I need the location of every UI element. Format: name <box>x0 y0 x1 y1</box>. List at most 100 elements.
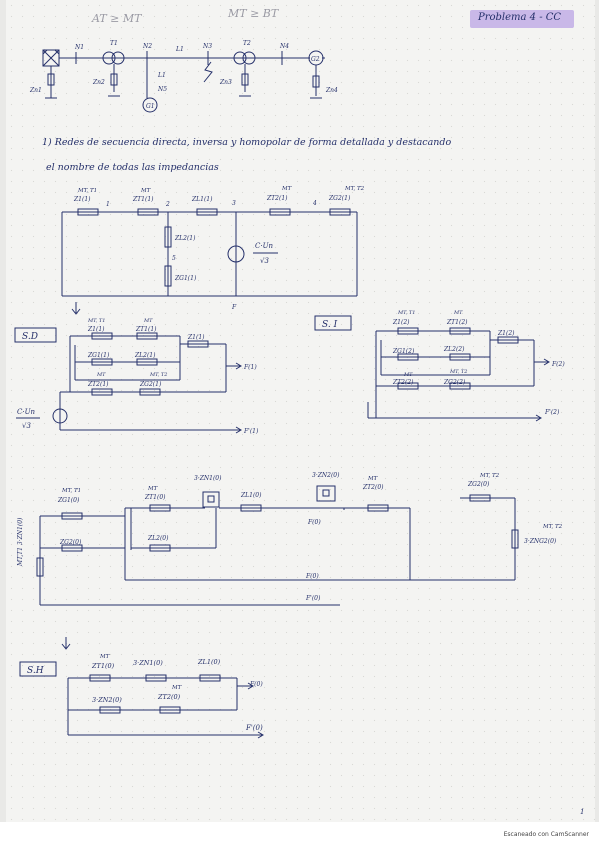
si-box <box>314 315 352 331</box>
pencil-label-1: AT ≥ MT <box>91 12 143 25</box>
zero-sequence-network: MT, T1 MT 3·ZN1(0) 3·ZN2(0) MT MT, T2 ZG… <box>17 472 563 650</box>
sh-top-label-1: MT <box>99 654 110 660</box>
zn-top-label-1: MT, T1 <box>61 488 81 494</box>
sd-source-den: √3 <box>22 422 31 430</box>
sd-box <box>14 327 57 343</box>
dn-source-label: C·Un <box>255 242 273 250</box>
down-arrow-icon-2 <box>61 637 71 650</box>
sh-fault-bottom: F'(0) <box>245 724 263 732</box>
statement-line-1: 1) Redes de secuencia directa, inversa y… <box>42 137 451 148</box>
zn-top-label-6: MT, T2 <box>479 473 500 479</box>
sd-imp-r1-1: Z1(1) <box>87 326 105 333</box>
sh-imp-r2-1: 3·ZN2(0) <box>92 696 122 704</box>
si-imp-r1-3: Z1(2) <box>497 330 515 337</box>
sd-imp-r3-2: ZG2(1) <box>139 381 162 388</box>
single-line-diagram: AT ≥ MT MT ≥ BT Zn1 N1 T1 Zn2 N2 L1 N5 G… <box>29 7 338 113</box>
dn-top-label-2: MT <box>140 188 151 194</box>
line-l1-label: L1 <box>157 72 166 79</box>
bus-label-n1: N1 <box>74 44 84 51</box>
zn-right-vertical: 3·ZNG2(0) <box>524 538 557 545</box>
sh-imp-r1-2: 3·ZN1(0) <box>133 659 163 667</box>
load-label-1: Zn1 <box>29 87 42 94</box>
header-title-tag: Problema 4 - CC <box>470 10 574 28</box>
dn-imp-2: ZT1(1) <box>132 196 154 203</box>
zn-imp-5: ZG2(0) <box>467 481 490 488</box>
notebook-sheet <box>6 0 595 822</box>
sd-r3-label-2: MT, T2 <box>149 372 167 378</box>
dn-node-2: 2 <box>165 201 170 208</box>
zn-neutral-box-2 <box>316 485 336 502</box>
zn-top-label-4: 3·ZN2(0) <box>312 472 340 479</box>
sh-imp-r1-1: ZT1(0) <box>91 662 115 670</box>
sd-fault-bottom: F'(1) <box>243 428 259 435</box>
dn-imp-1: Z1(1) <box>73 196 91 203</box>
si-imp-r1-2: ZT1(2) <box>446 319 468 326</box>
si-top-label-1: MT, T1 <box>397 310 415 316</box>
scanner-footer: Escaneado con CamScanner <box>0 822 599 848</box>
sh-imp-r2-2: ZT2(0) <box>157 693 181 701</box>
dn-fault-label: F <box>231 304 237 311</box>
si-top-label-2: MT <box>453 310 463 316</box>
zn-fault-bottom: F'(0) <box>305 595 321 602</box>
down-arrow-icon <box>71 302 81 315</box>
zn-lower-imp-1: ZG2(0) <box>59 539 82 546</box>
load-label-2: Zn2 <box>92 79 105 86</box>
zn-lower-imp-2: ZL2(0) <box>147 535 169 542</box>
zn-fault-top: F(0) <box>307 519 321 526</box>
sd-source-label: C·Un <box>17 408 35 416</box>
si-r3-label-1: MT <box>403 372 413 378</box>
zn-imp-1: ZG1(0) <box>57 497 80 504</box>
header-title: Problema 4 - CC <box>478 12 562 23</box>
bus-label-n5: N5 <box>157 86 167 93</box>
page-number: 1 <box>580 808 584 816</box>
zn-right-top: MT, T2 <box>542 524 563 530</box>
sd-voltage-source-icon <box>52 408 68 424</box>
dn-imp-5: ZG2(1) <box>328 195 351 202</box>
zn-top-label-5: MT <box>367 476 378 482</box>
bus-label-n2: N2 <box>142 43 152 50</box>
sd-imp-r1-3: Z1(1) <box>187 334 205 341</box>
sd-top-label-2: MT <box>143 318 153 324</box>
transformer-t1-icon <box>102 51 116 65</box>
sh-imp-r1-3: ZL1(0) <box>197 658 221 666</box>
sd-top-label-1: MT, T1 <box>87 318 105 324</box>
zn-top-label-2: MT <box>147 486 158 492</box>
dn-top-label-1: MT, T1 <box>77 188 97 194</box>
sd-fault-top: F(1) <box>243 364 257 371</box>
si-imp-r1-1: Z1(2) <box>392 319 410 326</box>
bus-label-n3: N3 <box>202 43 212 50</box>
pencil-label-2: MT ≥ BT <box>227 7 280 20</box>
sd-imp-r3-1: ZT2(1) <box>87 381 109 388</box>
generator-g1-icon <box>142 97 158 113</box>
dn-voltage-source-icon <box>227 245 245 263</box>
sh-box-label: S.H <box>27 666 44 676</box>
si-fault-bottom: F'(2) <box>544 409 560 416</box>
dn-branch-imp-2: ZG1(1) <box>174 275 197 282</box>
sd-box-label: S.D <box>22 332 38 342</box>
si-imp-r2-1: ZG1(2) <box>392 348 415 355</box>
transformer-label-t2: T2 <box>243 40 251 47</box>
sh-network: S.H MT ZT1(0) 3·ZN1(0) ZL1(0) F(0) MT 3·… <box>19 654 264 739</box>
sd-network: S.D MT, T1 MT Z1(1) ZT1(1) Z1(1) ZG1(1) … <box>14 318 259 435</box>
transformer-label-t1: T1 <box>110 40 118 47</box>
handwritten-diagrams: AT ≥ MT MT ≥ BT Zn1 N1 T1 Zn2 N2 L1 N5 G… <box>14 7 584 816</box>
zn-fault-bottom-top: F(0) <box>305 573 319 580</box>
zn-imp-2: ZT1(0) <box>144 494 166 501</box>
load-label-4: Zn4 <box>325 87 338 94</box>
sh-box <box>19 661 57 677</box>
direct-sequence-network: MT, T1 MT MT MT, T2 Z1(1) ZT1(1) ZL1(1) … <box>61 186 365 315</box>
line-label: L1 <box>175 46 184 53</box>
si-box-label: S. I <box>322 320 338 330</box>
si-imp-r2-2: ZL2(2) <box>443 346 465 353</box>
sd-imp-r1-2: ZT1(1) <box>135 326 157 333</box>
load-label-3: Zn3 <box>219 79 232 86</box>
fault-icon <box>203 61 213 83</box>
statement-line-2: el nombre de todas las impedancias <box>46 162 219 173</box>
dn-branch-imp-1: ZL2(1) <box>174 235 196 242</box>
bus-label-n4: N4 <box>279 43 289 50</box>
sh-fault-top: F(0) <box>249 681 263 688</box>
sd-imp-r2-1: ZG1(1) <box>87 352 110 359</box>
dn-node-3: 3 <box>232 200 236 207</box>
dn-source-den: √3 <box>260 257 269 265</box>
zn-imp-4: ZT2(0) <box>362 484 384 491</box>
